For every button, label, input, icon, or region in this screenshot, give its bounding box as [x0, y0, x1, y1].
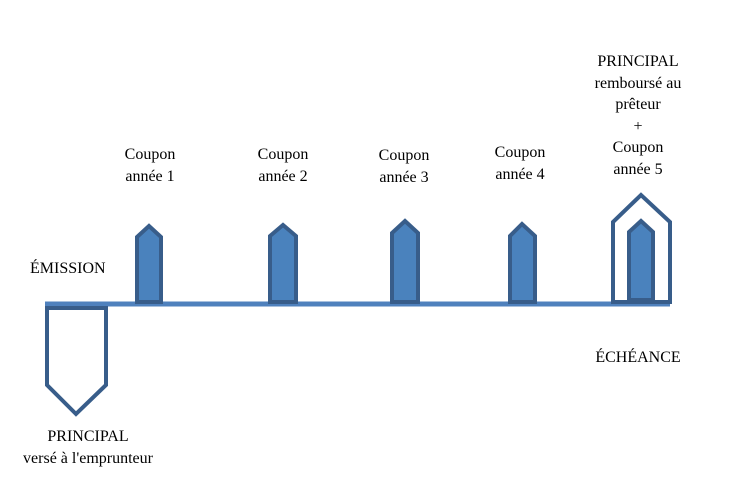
emission-label: ÉMISSION	[30, 260, 106, 277]
coupon-title: Coupon	[378, 147, 430, 164]
coupon-label-1: Coupon année 1	[125, 144, 176, 188]
coupon-arrow-2	[268, 222, 298, 304]
coupon-title: Coupon	[257, 146, 309, 163]
coupon-arrow-5	[627, 218, 655, 302]
coupon-arrow-1	[135, 223, 163, 304]
maturity-label: ÉCHÉANCE	[595, 349, 681, 366]
principal-out-arrow	[45, 306, 108, 417]
principal-in-desc-2: prêteur	[615, 96, 661, 113]
principal-in-title: PRINCIPAL	[597, 53, 679, 70]
coupon-title: Coupon	[494, 144, 546, 161]
coupon-arrow-3	[390, 218, 420, 304]
coupon-label-2: Coupon année 2	[258, 144, 309, 188]
coupon-year: année 3	[379, 169, 429, 186]
coupon-year: année 4	[495, 166, 545, 183]
coupon-title: Coupon	[612, 139, 664, 156]
coupon-year: année 2	[258, 168, 308, 185]
coupon-year: année 1	[125, 168, 175, 185]
coupon-label-4: Coupon année 4	[495, 142, 546, 186]
coupon-year: année 5	[613, 160, 663, 178]
principal-in-desc: remboursé au	[594, 74, 682, 92]
coupon-title: Coupon	[124, 146, 176, 163]
coupon-label-3: Coupon année 3	[379, 145, 430, 189]
plus-sign: +	[633, 117, 643, 135]
principal-in-label: PRINCIPAL remboursé au prêteur + Coupon …	[595, 51, 682, 180]
principal-out-title: PRINCIPAL	[47, 428, 129, 445]
coupon-arrow-4	[508, 221, 537, 304]
principal-out-desc: versé à l'emprunteur	[23, 450, 153, 467]
principal-out-label: PRINCIPAL versé à l'emprunteur	[23, 426, 153, 470]
